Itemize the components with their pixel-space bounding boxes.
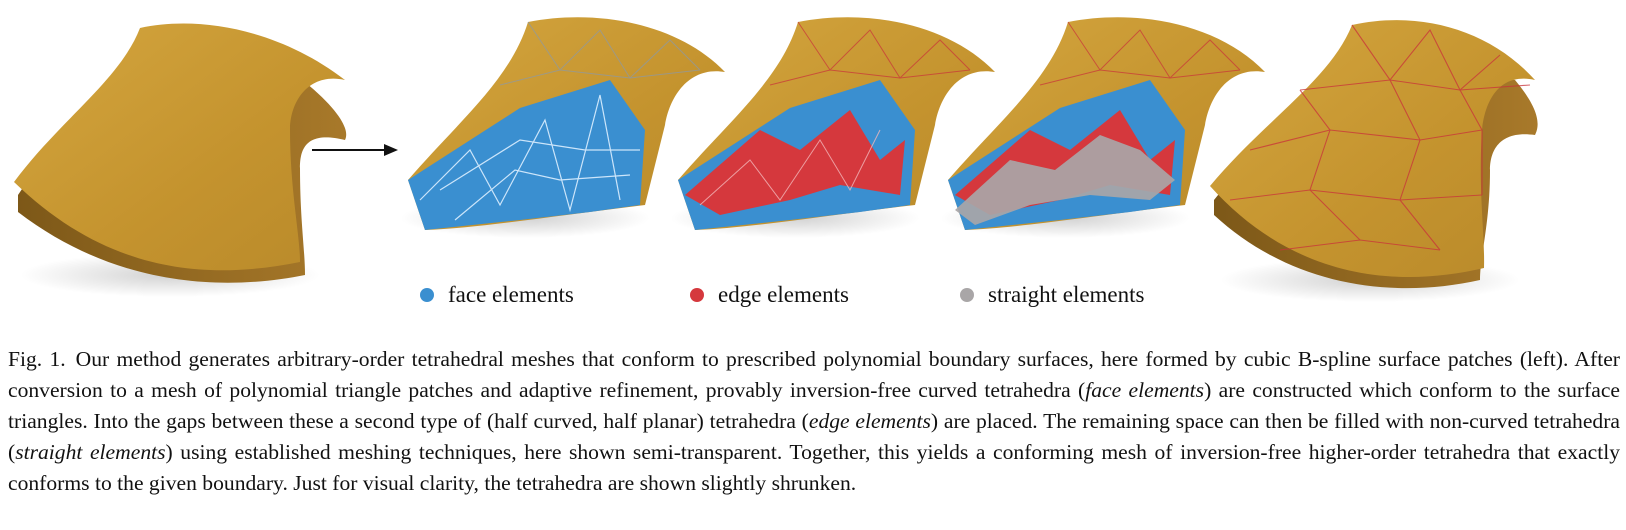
bspline-solid-shape [14,23,347,297]
legend-face: face elements [420,278,574,312]
face-legend-dot-icon [420,288,434,302]
figure: face elements edge elements straight ele… [14,17,1538,312]
arrow-icon [312,144,398,156]
caption-text: ) are placed. The remaining space can th… [8,409,1620,464]
edge-legend-dot-icon [690,288,704,302]
figure-illustration [14,17,1538,302]
legend-label: straight elements [988,282,1145,307]
legend-edge: edge elements [690,278,849,312]
caption-text: ) using established meshing techniques, … [8,440,1620,495]
caption-text: ) are constructed which conform to the s… [8,378,1620,433]
edge-elements-mesh [670,17,995,238]
legend-label: face elements [448,282,574,307]
caption-text: Our method generates arbitrary-order tet… [8,347,1620,402]
caption-italic: straight elements [15,440,166,464]
figure-caption: Fig. 1.Our method generates arbitrary-or… [8,344,1620,499]
face-elements-mesh [400,17,725,238]
straight-legend-dot-icon [960,288,974,302]
conforming-mesh-result [1210,20,1538,302]
caption-label: Fig. 1. [8,347,66,371]
caption-italic: edge elements [808,409,931,433]
straight-elements-mesh [940,17,1265,238]
caption-italic: face elements [1085,378,1205,402]
legend-straight: straight elements [960,278,1145,312]
legend-label: edge elements [718,282,849,307]
